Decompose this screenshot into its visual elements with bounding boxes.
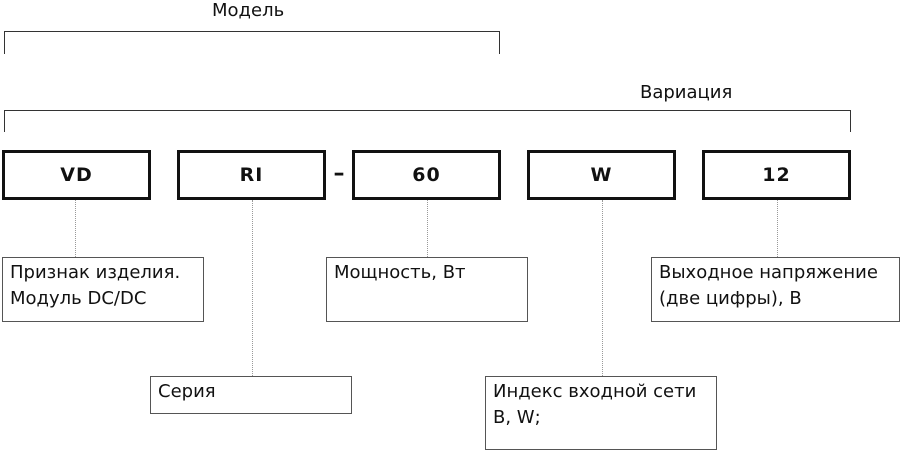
- desc-product-sign-line-1: Признак изделия.: [10, 262, 181, 283]
- connector-power: [427, 200, 428, 257]
- desc-input-index: Индекс входной сети B, W;: [485, 376, 717, 450]
- desc-input-index-line-2: B, W;: [493, 407, 541, 428]
- desc-input-index-line-1: Индекс входной сети: [493, 381, 697, 402]
- model-group-label: Модель: [212, 0, 285, 21]
- desc-series: Серия: [150, 376, 352, 414]
- connector-input: [602, 200, 603, 376]
- code-box-ri: RI: [177, 150, 326, 200]
- code-box-voltage: 12: [702, 150, 851, 200]
- variation-bracket: [4, 110, 851, 132]
- code-box-input: W: [527, 150, 676, 200]
- desc-output-voltage-line-1: Выходное напряжение: [659, 262, 878, 283]
- code-box-vd: VD: [2, 150, 151, 200]
- desc-power: Мощность, Вт: [326, 257, 528, 322]
- connector-vd: [75, 200, 76, 257]
- variation-group-label: Вариация: [640, 82, 733, 103]
- desc-series-line-1: Серия: [158, 381, 216, 402]
- connector-ri: [252, 200, 253, 376]
- desc-product-sign-line-2: Модуль DC/DC: [10, 288, 147, 309]
- model-bracket: [4, 31, 500, 54]
- code-separator: –: [333, 161, 345, 186]
- desc-output-voltage: Выходное напряжение (две цифры), В: [651, 257, 900, 322]
- desc-product-sign: Признак изделия. Модуль DC/DC: [2, 257, 204, 322]
- connector-voltage: [777, 200, 778, 257]
- code-box-power: 60: [352, 150, 501, 200]
- desc-output-voltage-line-2: (две цифры), В: [659, 288, 802, 309]
- desc-power-line-1: Мощность, Вт: [334, 262, 466, 283]
